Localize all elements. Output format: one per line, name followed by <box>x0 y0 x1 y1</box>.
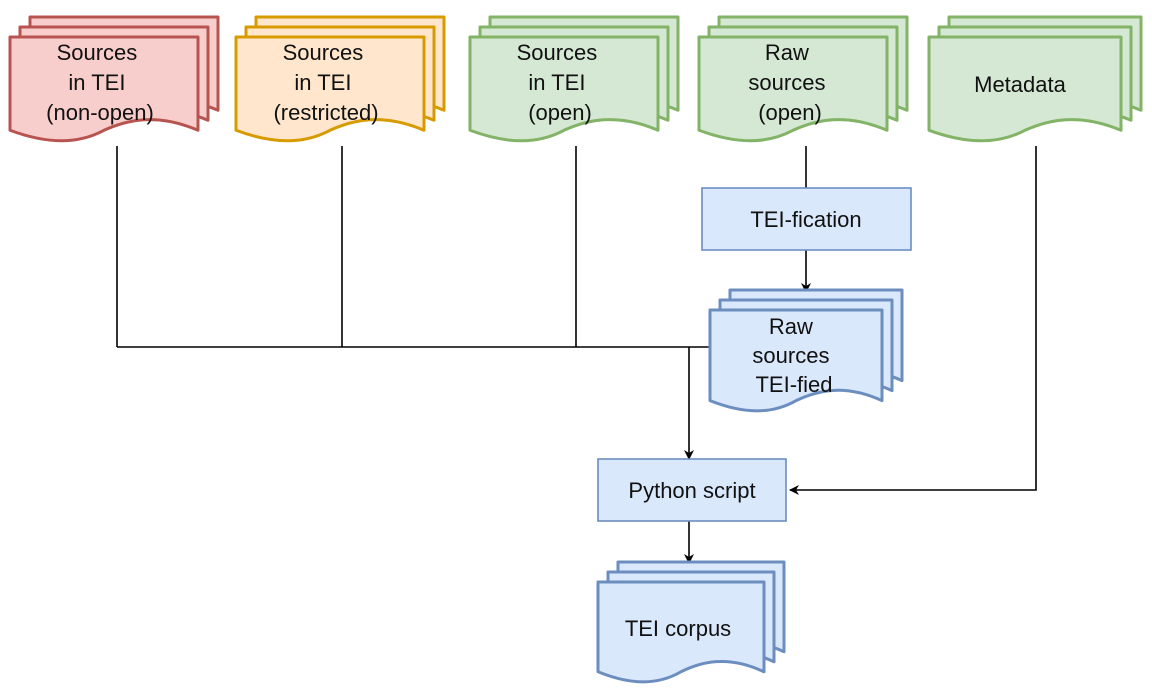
document-page-0 <box>708 308 884 413</box>
document-page-0 <box>468 35 660 143</box>
document-page-0 <box>927 35 1123 143</box>
python-script-box <box>597 458 787 522</box>
label-sources-nonopen: Sources in TEI (non-open) <box>46 40 154 125</box>
label-raw-tei-fied: Raw sources TEI-fied <box>752 314 835 397</box>
doc-sources-nonopen[interactable]: Sources in TEI (non-open) <box>8 15 220 143</box>
process-python-script[interactable]: Python script <box>597 458 787 522</box>
doc-sources-open[interactable]: Sources in TEI (open) <box>468 15 680 143</box>
doc-raw-tei-fied[interactable]: Raw sources TEI-fied <box>708 288 904 413</box>
label-tei-corpus: TEI corpus <box>625 616 731 641</box>
process-tei-fication[interactable]: TEI-fication <box>701 187 912 251</box>
edge-metadata-to-python <box>789 146 1037 495</box>
edges <box>116 146 1037 564</box>
doc-raw-sources[interactable]: Raw sources (open) <box>697 15 909 143</box>
document-page-0 <box>596 580 766 684</box>
doc-sources-restricted[interactable]: Sources in TEI (restricted) <box>234 15 446 143</box>
tei-fication-box <box>701 187 912 251</box>
label-sources-restricted: Sources in TEI (restricted) <box>273 40 378 125</box>
label-tei-fication: TEI-fication <box>750 207 861 232</box>
label-raw-sources: Raw sources (open) <box>748 40 831 125</box>
document-page-0 <box>697 35 889 143</box>
label-sources-open: Sources in TEI (open) <box>517 40 604 125</box>
label-python-script: Python script <box>628 478 755 503</box>
document-page-0 <box>234 35 426 143</box>
document-page-0 <box>8 35 200 143</box>
doc-metadata[interactable]: Metadata <box>927 15 1143 143</box>
label-metadata: Metadata <box>974 72 1066 97</box>
doc-tei-corpus[interactable]: TEI corpus <box>596 560 786 684</box>
